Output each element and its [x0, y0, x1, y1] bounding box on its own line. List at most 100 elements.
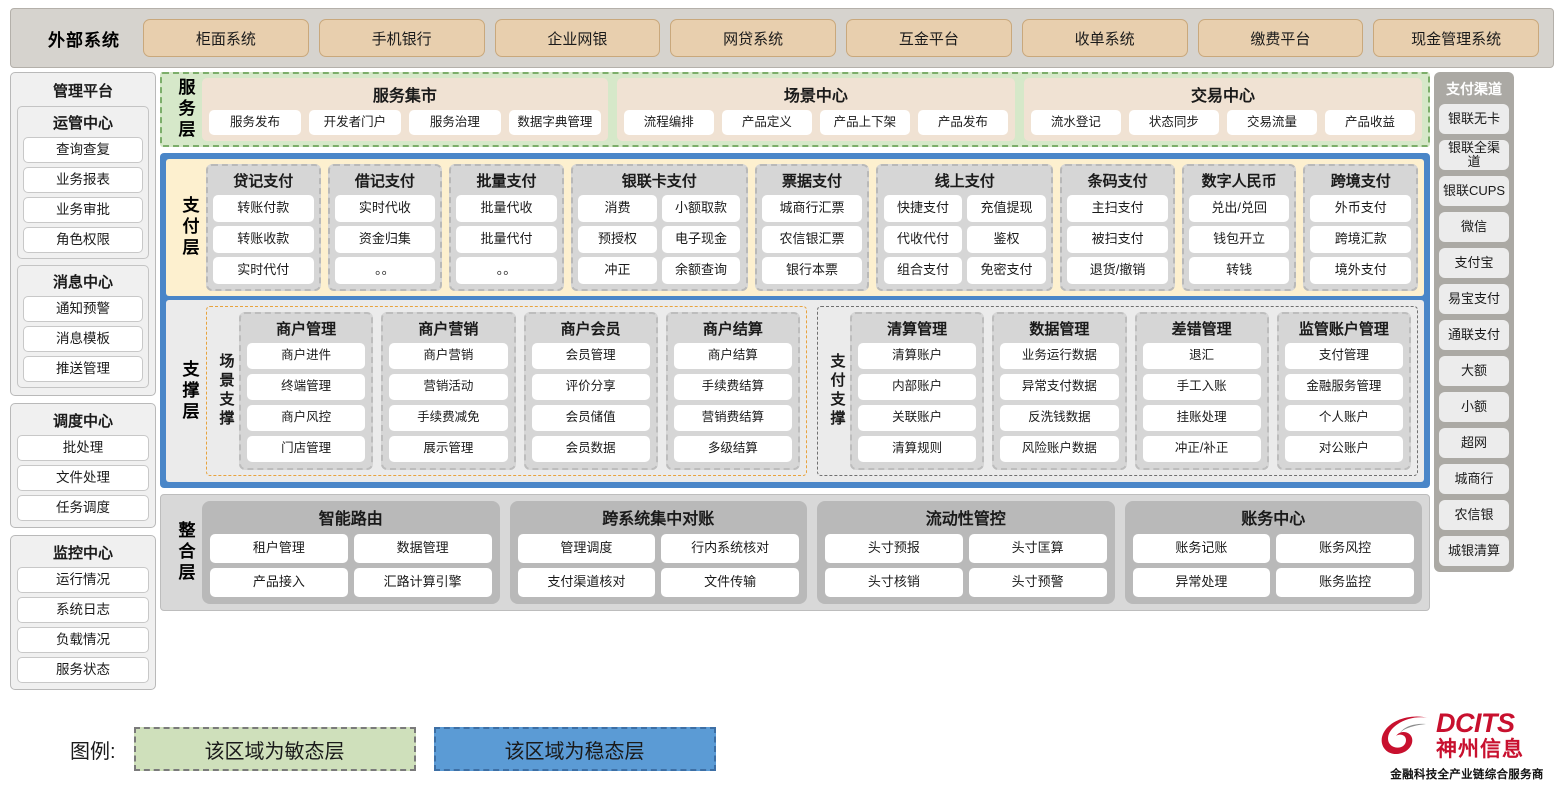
integration-item[interactable]: 汇路计算引擎	[353, 568, 492, 597]
support-item[interactable]: 金融服务管理	[1284, 374, 1403, 400]
payment-item[interactable]: 预授权	[578, 226, 657, 253]
management-item[interactable]: 消息模板	[23, 326, 143, 352]
support-item[interactable]: 手续费结算	[673, 374, 792, 400]
payment-channel-item[interactable]: 通联支付	[1439, 320, 1509, 350]
payment-channel-item[interactable]: 小额	[1439, 392, 1509, 422]
payment-item[interactable]: 消费	[578, 195, 657, 222]
support-item[interactable]: 手工入账	[1142, 374, 1261, 400]
management-item[interactable]: 系统日志	[17, 597, 149, 623]
payment-item[interactable]: 实时代收	[334, 195, 436, 222]
support-item[interactable]: 营销活动	[389, 374, 508, 400]
support-item[interactable]: 门店管理	[247, 436, 366, 462]
payment-item[interactable]: 主扫支付	[1067, 195, 1168, 222]
payment-item[interactable]: 转账收款	[213, 226, 314, 253]
integration-item[interactable]: 支付渠道核对	[517, 568, 656, 597]
payment-item[interactable]: 快捷支付	[883, 195, 963, 222]
integration-item[interactable]: 数据管理	[353, 534, 492, 563]
payment-item[interactable]: 小额取款	[661, 195, 741, 222]
service-item[interactable]: 产品发布	[917, 110, 1008, 135]
payment-item[interactable]: 城商行汇票	[761, 195, 863, 222]
payment-item[interactable]: 。。	[334, 257, 436, 284]
support-item[interactable]: 退汇	[1142, 343, 1261, 369]
payment-channel-item[interactable]: 超网	[1439, 428, 1509, 458]
payment-item[interactable]: 充值提现	[967, 195, 1046, 222]
management-item[interactable]: 文件处理	[17, 465, 149, 491]
support-item[interactable]: 支付管理	[1284, 343, 1403, 369]
management-item[interactable]: 负载情况	[17, 627, 149, 653]
payment-item[interactable]: 批量代收	[456, 195, 557, 222]
service-item[interactable]: 产品收益	[1324, 110, 1416, 135]
external-system-item[interactable]: 互金平台	[846, 19, 1012, 57]
payment-item[interactable]: 境外支付	[1310, 257, 1412, 284]
management-item[interactable]: 推送管理	[23, 356, 143, 382]
integration-item[interactable]: 账务记账	[1132, 534, 1271, 563]
support-item[interactable]: 内部账户	[858, 374, 977, 400]
support-item[interactable]: 多级结算	[673, 436, 792, 462]
payment-item[interactable]: 电子现金	[661, 226, 741, 253]
service-item[interactable]: 服务治理	[408, 110, 501, 135]
support-item[interactable]: 清算账户	[858, 343, 977, 369]
support-item[interactable]: 评价分享	[531, 374, 650, 400]
support-item[interactable]: 营销费结算	[673, 405, 792, 431]
service-item[interactable]: 流水登记	[1030, 110, 1121, 135]
support-item[interactable]: 个人账户	[1284, 405, 1403, 431]
management-item[interactable]: 业务报表	[23, 167, 143, 193]
support-item[interactable]: 会员储值	[531, 405, 650, 431]
support-item[interactable]: 冲正/补正	[1142, 436, 1261, 462]
service-item[interactable]: 产品上下架	[819, 110, 910, 135]
payment-item[interactable]: 农信银汇票	[761, 226, 863, 253]
management-item[interactable]: 角色权限	[23, 227, 143, 253]
integration-item[interactable]: 头寸核销	[825, 568, 963, 597]
payment-item[interactable]: 。。	[456, 257, 557, 284]
support-item[interactable]: 关联账户	[858, 405, 977, 431]
payment-channel-item[interactable]: 农信银	[1439, 500, 1509, 530]
support-item[interactable]: 商户风控	[247, 405, 366, 431]
payment-channel-item[interactable]: 银联CUPS	[1439, 176, 1509, 206]
integration-item[interactable]: 头寸预警	[968, 568, 1107, 597]
support-item[interactable]: 手续费减免	[389, 405, 508, 431]
support-item[interactable]: 异常支付数据	[1000, 374, 1119, 400]
payment-item[interactable]: 批量代付	[456, 226, 557, 253]
support-item[interactable]: 终端管理	[247, 374, 366, 400]
payment-item[interactable]: 冲正	[578, 257, 657, 284]
payment-item[interactable]: 外币支付	[1310, 195, 1412, 222]
payment-channel-item[interactable]: 银联全渠道	[1439, 140, 1509, 170]
service-item[interactable]: 服务发布	[208, 110, 301, 135]
payment-item[interactable]: 实时代付	[213, 257, 314, 284]
payment-item[interactable]: 余额查询	[661, 257, 741, 284]
payment-item[interactable]: 退货/撤销	[1067, 257, 1168, 284]
management-item[interactable]: 批处理	[17, 435, 149, 461]
management-item[interactable]: 运行情况	[17, 567, 149, 593]
service-item[interactable]: 开发者门户	[308, 110, 401, 135]
integration-item[interactable]: 头寸匡算	[968, 534, 1107, 563]
support-item[interactable]: 商户营销	[389, 343, 508, 369]
payment-item[interactable]: 转钱	[1188, 257, 1290, 284]
external-system-item[interactable]: 手机银行	[318, 19, 485, 57]
payment-item[interactable]: 资金归集	[334, 226, 436, 253]
payment-item[interactable]: 被扫支付	[1067, 226, 1168, 253]
payment-channel-item[interactable]: 易宝支付	[1439, 284, 1509, 314]
support-item[interactable]: 商户进件	[247, 343, 366, 369]
management-item[interactable]: 任务调度	[17, 495, 149, 521]
payment-item[interactable]: 转账付款	[213, 195, 314, 222]
support-item[interactable]: 会员数据	[531, 436, 650, 462]
external-system-item[interactable]: 收单系统	[1021, 19, 1188, 57]
payment-item[interactable]: 兑出/兑回	[1188, 195, 1290, 222]
management-item[interactable]: 业务审批	[23, 197, 143, 223]
support-item[interactable]: 对公账户	[1284, 436, 1403, 462]
payment-channel-item[interactable]: 城商行	[1439, 464, 1509, 494]
integration-item[interactable]: 头寸预报	[825, 534, 963, 563]
support-item[interactable]: 清算规则	[858, 436, 977, 462]
payment-channel-item[interactable]: 支付宝	[1439, 248, 1509, 278]
management-item[interactable]: 通知预警	[23, 296, 143, 322]
payment-item[interactable]: 银行本票	[761, 257, 863, 284]
support-item[interactable]: 会员管理	[531, 343, 650, 369]
payment-item[interactable]: 代收代付	[883, 226, 963, 253]
external-system-item[interactable]: 现金管理系统	[1373, 19, 1539, 57]
external-system-item[interactable]: 网贷系统	[670, 19, 836, 57]
support-item[interactable]: 展示管理	[389, 436, 508, 462]
payment-channel-item[interactable]: 城银清算	[1439, 536, 1509, 566]
integration-item[interactable]: 文件传输	[661, 568, 799, 597]
integration-item[interactable]: 租户管理	[210, 534, 348, 563]
service-item[interactable]: 流程编排	[623, 110, 714, 135]
